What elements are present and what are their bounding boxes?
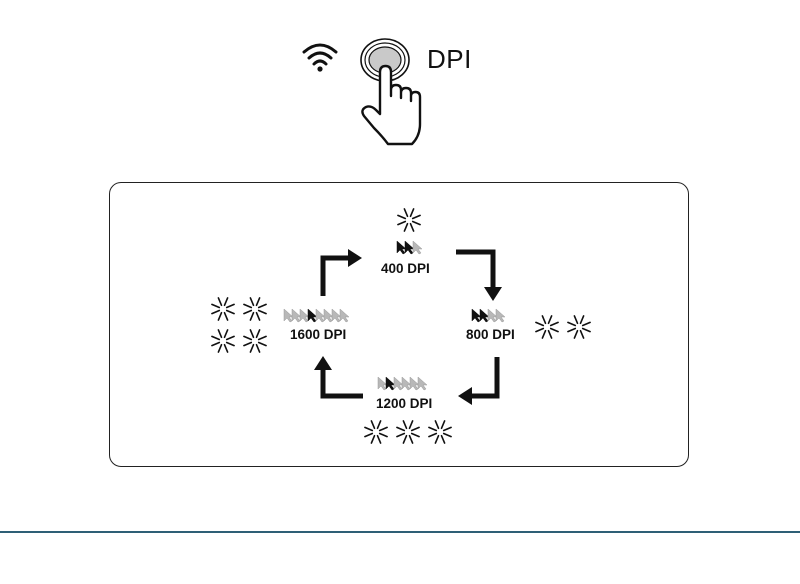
dpi-label-1600: 1600 DPI xyxy=(290,327,347,342)
cycle-arrow-1200-to-1600 xyxy=(314,356,363,399)
cycle-arrow-1600-to-400 xyxy=(320,249,362,296)
cursor-trail-1200 xyxy=(377,376,428,391)
cursor-trail-800 xyxy=(471,308,506,323)
light-burst-icon xyxy=(364,420,388,444)
light-burst-icon xyxy=(428,420,452,444)
pointing-hand-icon xyxy=(361,64,422,146)
dpi-button-label: DPI xyxy=(427,44,472,74)
wifi-icon xyxy=(302,43,338,72)
top-illustration xyxy=(302,38,422,146)
light-burst-icon xyxy=(397,208,421,232)
cycle-arrow-400-to-800 xyxy=(456,249,502,301)
cycle-arrow-800-to-1200 xyxy=(458,357,500,405)
cursor-trail-1600 xyxy=(283,308,350,323)
cursor-trail-400 xyxy=(396,240,423,255)
dpi-label-800: 800 DPI xyxy=(466,327,515,342)
light-burst-icon xyxy=(211,297,235,321)
dpi-cycle-diagram xyxy=(211,208,591,444)
light-burst-icon xyxy=(567,315,591,339)
light-burst-icon xyxy=(243,329,267,353)
light-burst-icon xyxy=(535,315,559,339)
dpi-label-400: 400 DPI xyxy=(381,261,430,276)
light-burst-icon xyxy=(396,420,420,444)
dpi-label-1200: 1200 DPI xyxy=(376,396,433,411)
light-burst-icon xyxy=(243,297,267,321)
bottom-divider xyxy=(0,531,800,533)
light-burst-icon xyxy=(211,329,235,353)
dpi-cycle-panel: 400 DPI 800 DPI 1200 DPI 1600 DPI xyxy=(109,182,689,467)
